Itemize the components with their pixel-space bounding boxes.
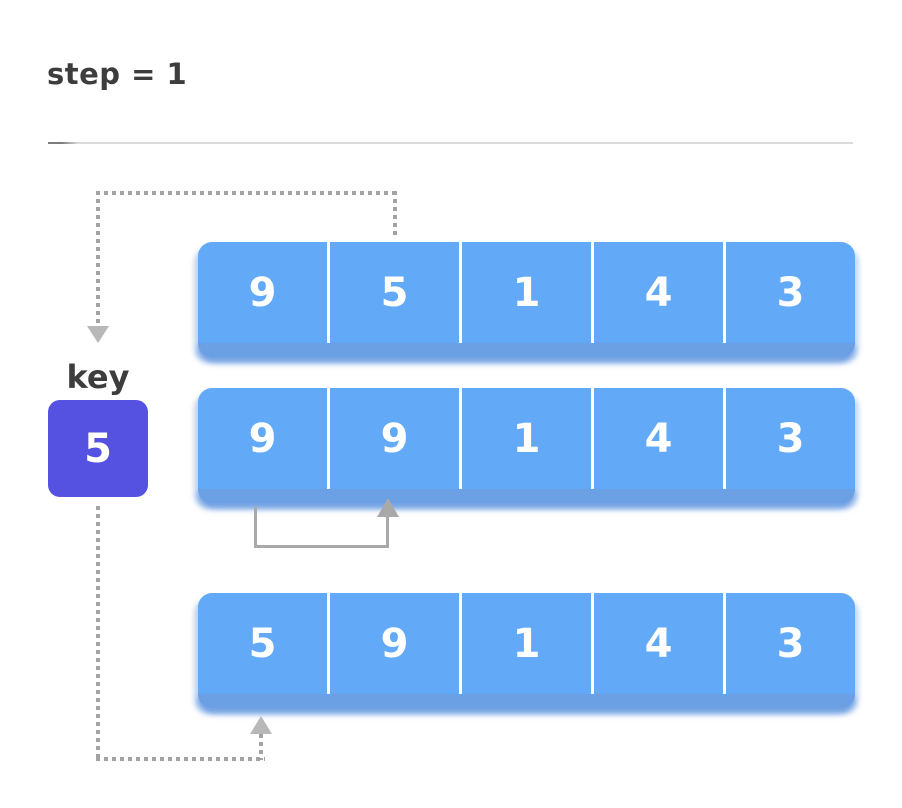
arrowhead-up-icon	[250, 716, 272, 734]
swap-arrow-segment	[254, 545, 389, 548]
insert-arrow-segment	[96, 757, 265, 761]
array-cell: 9	[327, 388, 459, 489]
key-box: 5	[48, 400, 148, 497]
swap-arrow-segment	[386, 517, 389, 548]
array-cell: 4	[591, 242, 723, 343]
step-label: step = 1	[47, 57, 188, 91]
insert-arrow-segment	[259, 734, 263, 760]
arrowhead-down-icon	[87, 326, 109, 343]
array-cell: 5	[248, 620, 277, 667]
key-extract-arrow-segment	[96, 191, 100, 326]
array-cell: 5	[327, 242, 459, 343]
insert-arrow-segment	[96, 506, 100, 759]
array-cell: 3	[723, 388, 855, 489]
arrowhead-up-icon	[377, 498, 399, 517]
array-cell: 4	[591, 593, 723, 694]
swap-arrow-segment	[254, 506, 257, 548]
key-label: key	[66, 358, 130, 396]
key-value: 5	[84, 425, 112, 472]
key-extract-arrow-segment	[96, 191, 397, 195]
array-cell: 9	[248, 269, 277, 316]
array-cell: 9	[248, 415, 277, 462]
array-cell: 3	[723, 242, 855, 343]
array-cell: 1	[459, 388, 591, 489]
array-cell: 1	[459, 593, 591, 694]
array-cell: 3	[723, 593, 855, 694]
array-cell: 4	[591, 388, 723, 489]
array-cell: 1	[459, 242, 591, 343]
key-extract-arrow-segment	[393, 191, 397, 238]
array-bottom-shadow	[198, 694, 855, 708]
array-cell: 9	[327, 593, 459, 694]
array-bottom-shadow	[198, 489, 855, 503]
separator-line	[48, 142, 853, 144]
array-bottom-shadow	[198, 343, 855, 357]
